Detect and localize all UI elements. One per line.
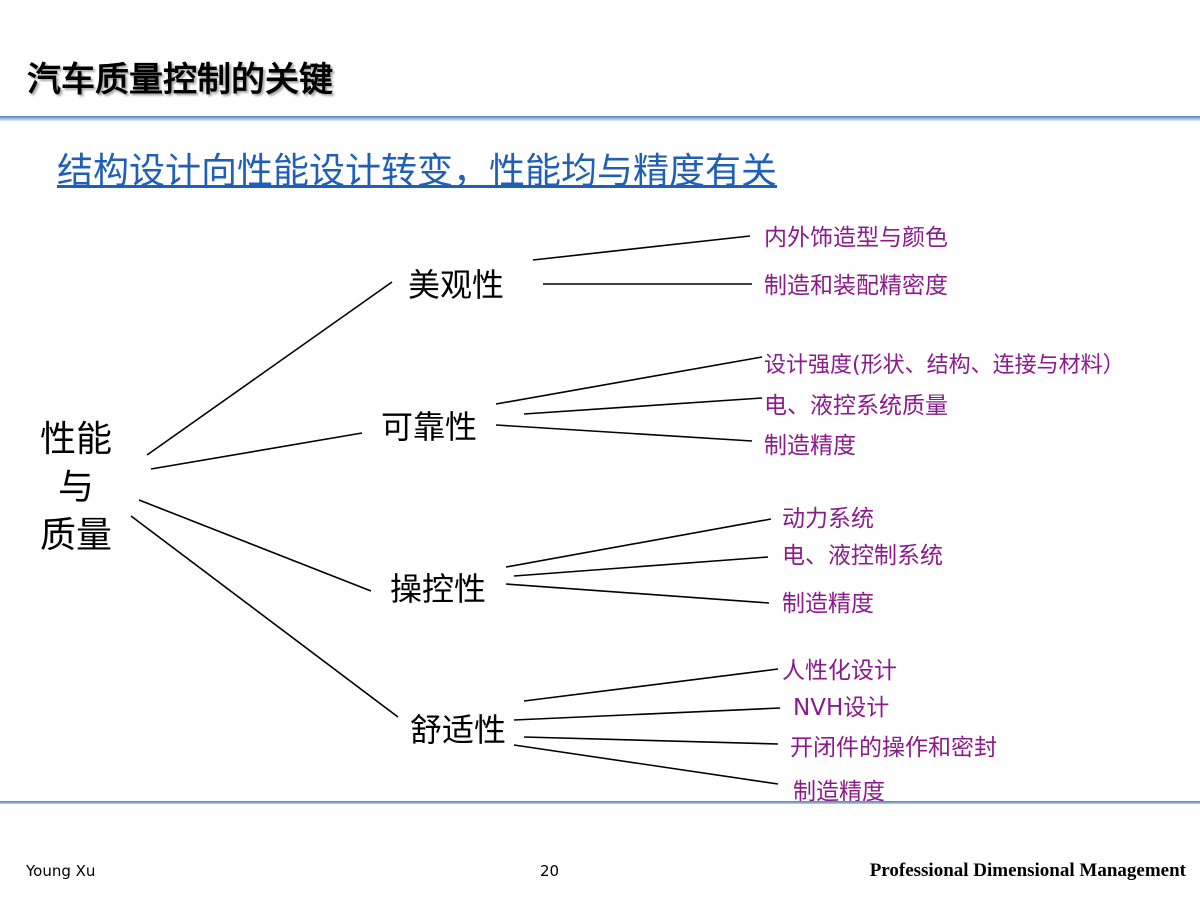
leaf-comfort-3: 开闭件的操作和密封: [790, 735, 997, 761]
footer-author: Young Xu: [26, 862, 96, 880]
connector-root-handling: [138, 499, 372, 592]
connector-comfort-leaf-1: [523, 668, 779, 702]
leaf-comfort-2: NVH设计: [793, 695, 890, 721]
branch-comfort: 舒适性: [410, 711, 507, 749]
connector-reliability-leaf-2: [523, 397, 763, 415]
connector-root-reliability: [150, 432, 363, 470]
slide-title: 汽车质量控制的关键: [27, 60, 333, 100]
connector-handling-leaf-2: [513, 556, 769, 577]
footer-divider: [0, 801, 1200, 804]
slide-subtitle: 结构设计向性能设计转变，性能均与精度有关: [57, 151, 778, 192]
connector-handling-leaf-3: [505, 583, 770, 604]
root-node-line-2: 与: [57, 467, 94, 508]
leaf-handling-1: 动力系统: [782, 506, 874, 532]
branch-aesthetics: 美观性: [408, 266, 505, 304]
leaf-reliability-1: 设计强度(形状、结构、连接与材料）: [764, 353, 1125, 378]
connector-comfort-leaf-3: [523, 736, 779, 745]
leaf-comfort-1: 人性化设计: [782, 658, 897, 684]
leaf-aesthetics-2: 制造和装配精密度: [764, 273, 948, 299]
root-node-line-3: 质量: [39, 515, 112, 556]
connector-comfort-leaf-2: [513, 707, 781, 721]
leaf-reliability-3: 制造精度: [764, 433, 856, 459]
leaf-handling-2: 电、液控制系统: [782, 543, 943, 569]
connector-aesthetics-leaf-1: [532, 235, 751, 261]
title-divider: [0, 116, 1200, 121]
root-node-line-1: 性能: [39, 419, 112, 460]
root-node: 性能 与 质量: [30, 416, 122, 560]
leaf-aesthetics-1: 内外饰造型与颜色: [764, 225, 948, 251]
connector-comfort-leaf-4: [513, 744, 779, 785]
leaf-reliability-2: 电、液控系统质量: [764, 393, 948, 419]
branch-reliability: 可靠性: [381, 408, 478, 446]
branch-handling: 操控性: [390, 570, 487, 608]
leaf-comfort-4: 制造精度: [793, 779, 885, 805]
connector-handling-leaf-1: [505, 518, 772, 568]
connector-reliability-leaf-3: [495, 424, 753, 442]
page-number: 20: [540, 862, 560, 880]
footer-organization: Professional Dimensional Management: [869, 860, 1186, 881]
connector-reliability-leaf-1: [495, 356, 763, 405]
leaf-handling-3: 制造精度: [782, 591, 874, 617]
connector-root-aesthetics: [146, 281, 393, 456]
connector-root-comfort: [130, 515, 399, 718]
